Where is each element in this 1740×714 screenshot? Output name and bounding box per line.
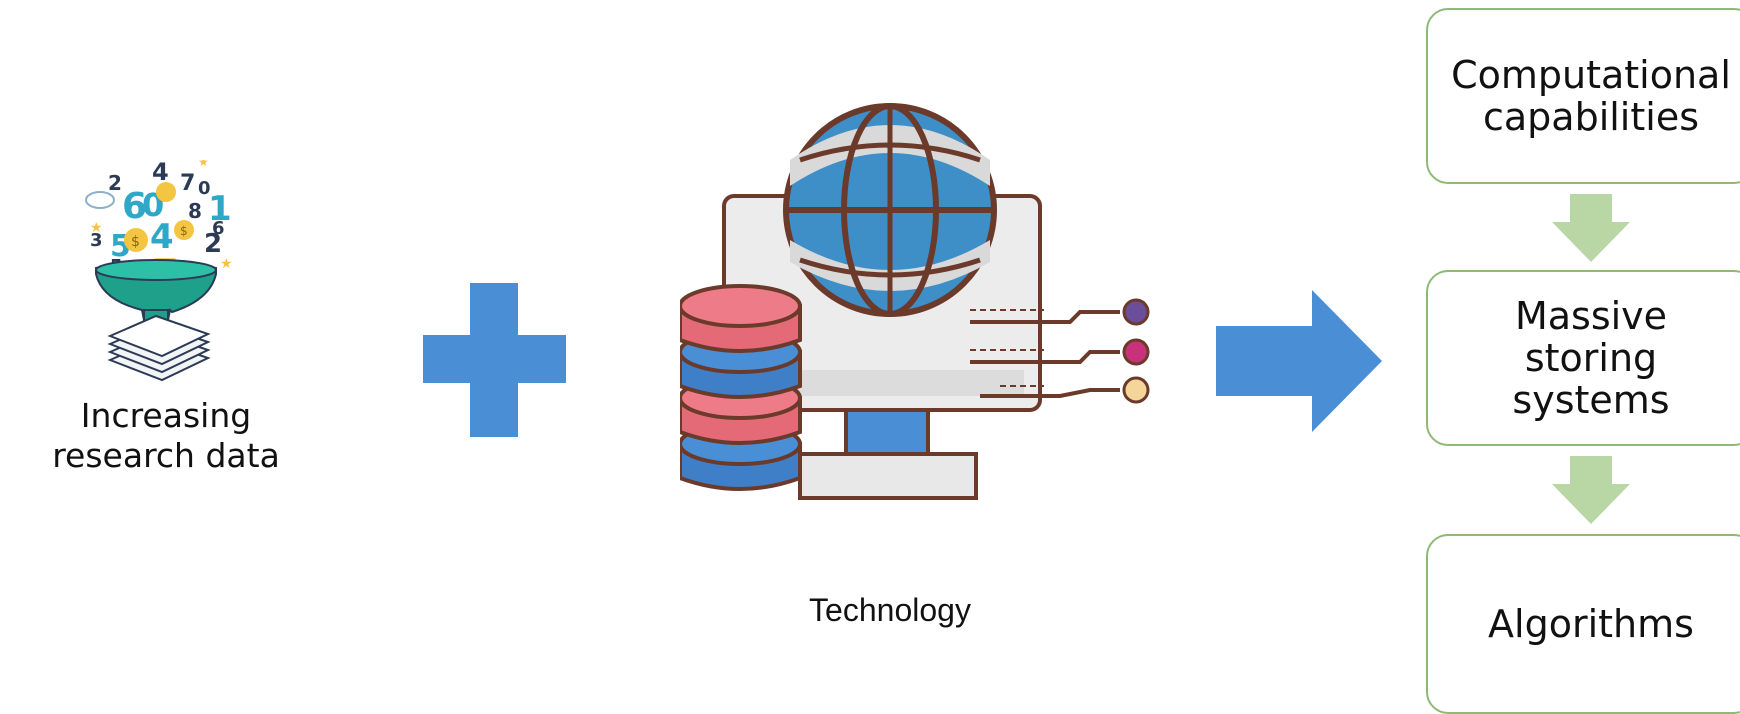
increasing-research-data-label: Increasing research data (52, 396, 280, 475)
algorithms-box: Algorithms (1426, 534, 1740, 714)
svg-text:★: ★ (198, 160, 209, 169)
svg-text:1: 1 (208, 189, 232, 229)
svg-text:4: 4 (152, 160, 169, 186)
massive-storing-systems-label: Massive storing systems (1512, 294, 1670, 422)
svg-text:$: $ (180, 224, 188, 238)
right-arrow-icon (1216, 290, 1382, 432)
svg-text:2: 2 (204, 229, 222, 259)
computer-globe-database-icon (680, 103, 1150, 500)
svg-text:0: 0 (198, 178, 211, 199)
computational-capabilities-box: Computational capabilities (1426, 8, 1740, 184)
computational-capabilities-label: Computational capabilities (1451, 53, 1731, 139)
svg-text:7: 7 (180, 171, 195, 196)
technology-label: Technology (809, 592, 971, 628)
data-funnel-icon: 2 4 7 0 6 0 1 8 3 5 4 2 6 5 8 0 3 $ $ ★ … (85, 160, 233, 382)
down-arrow-icon (1552, 456, 1630, 524)
svg-text:★: ★ (220, 256, 233, 272)
svg-text:$: $ (131, 234, 140, 250)
svg-text:3: 3 (90, 230, 103, 251)
svg-text:6: 6 (122, 186, 147, 227)
svg-text:8: 8 (188, 199, 202, 223)
svg-text:6: 6 (212, 218, 225, 239)
plus-icon (423, 283, 566, 437)
svg-text:★: ★ (90, 220, 103, 236)
svg-text:4: 4 (150, 217, 174, 257)
algorithms-label: Algorithms (1488, 602, 1694, 646)
svg-text:2: 2 (108, 171, 122, 195)
massive-storing-systems-box: Massive storing systems (1426, 270, 1740, 446)
down-arrow-icon (1552, 194, 1630, 262)
